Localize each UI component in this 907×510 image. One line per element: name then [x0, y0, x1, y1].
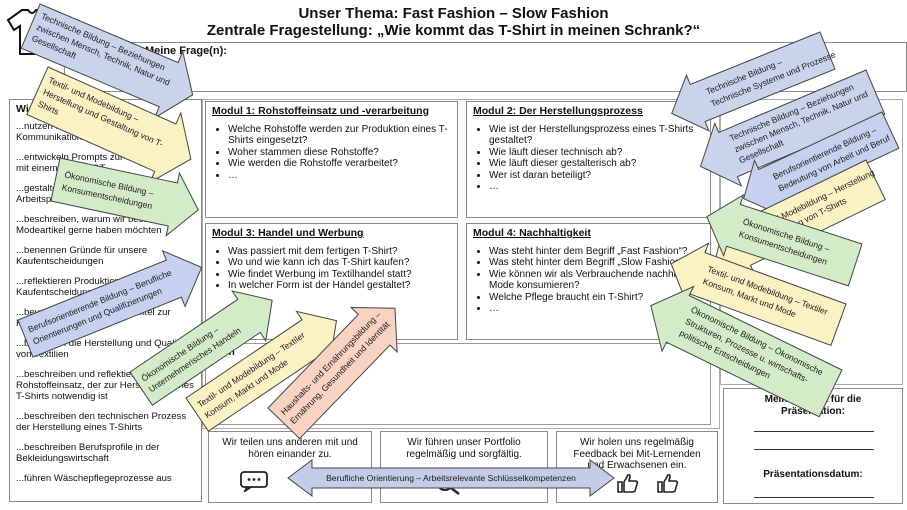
list-item: Wie läuft dieser technisch ab?: [489, 147, 704, 159]
list-item: Welche Pflege braucht ein T-Shirt?: [489, 292, 704, 304]
question-label: Meine Frage(n):: [145, 45, 227, 57]
bottom-box-portfolio: Wir führen unser Portfolio regelmäßig un…: [380, 431, 548, 503]
chat-icon: [240, 471, 268, 492]
list-item: ...beschreiben den technischen Prozess d…: [16, 411, 187, 433]
list-item: ...beschreiben, warum wir bestimmte Mode…: [16, 214, 173, 236]
arrow-shape: [671, 31, 836, 132]
arrow-shape: [17, 249, 203, 358]
central-question: Zentrale Fragestellung: „Wie kommt das T…: [206, 22, 701, 39]
module-title: Modul 2: Der Herstellungsprozess: [473, 105, 643, 117]
bottom-box-text: Wir teilen uns anderen mit und hören ein…: [222, 437, 358, 460]
list-item: …: [228, 170, 451, 182]
bottom-box-text: Wir führen unser Portfolio regelmäßig un…: [406, 437, 522, 460]
module-title: Modul 1: Rohstoffeinsatz und -verarbeitu…: [212, 105, 429, 117]
blank-line[interactable]: [754, 431, 874, 432]
list-item: Wie findet Werbung im Textilhandel statt…: [228, 269, 451, 281]
list-item: Wo und wie kann ich das T-Shirt kaufen?: [228, 257, 451, 269]
list-item: Was passiert mit dem fertigen T-Shirt?: [228, 246, 451, 258]
list-item: Woher stammen diese Rohstoffe?: [228, 147, 451, 159]
arrow-shape: [650, 285, 843, 418]
list-item: ...beurteilen die Herstellung und Qualit…: [16, 338, 188, 360]
arrow-shape: [670, 242, 847, 346]
arrow-label: Berufliche Orientierung – Arbeitsrelevan…: [326, 473, 576, 483]
arrow-shape: [50, 157, 199, 238]
list-item: ...führen Wäschepflegeprozesse aus: [16, 473, 172, 484]
list-item: Wer ist daran beteiligt?: [489, 170, 704, 182]
list-item: Wie läuft dieser gestalterisch ab?: [489, 158, 704, 170]
list-item: Wie ist der Herstellungsprozess eines T-…: [489, 124, 704, 147]
date-blank-line[interactable]: [754, 497, 874, 498]
list-item: ...beschreiben Berufsprofile in der Bekl…: [16, 442, 160, 464]
list-item: In welcher Form ist der Handel gestaltet…: [228, 280, 451, 292]
list-item: ...beschreiben und reflektieren den Rohs…: [16, 369, 194, 402]
arrow-career-orientation: Berufliche Orientierung – Arbeitsrelevan…: [287, 459, 615, 497]
bottom-box-text: Wir holen uns regelmäßig Feedback bei Mi…: [573, 437, 701, 471]
list-item: Welche Rohstoffe werden zur Produktion e…: [228, 124, 451, 147]
arrow-shape: [287, 459, 615, 497]
competence-heading: Wir: [16, 103, 33, 115]
list-item: Was steht hinter dem Begriff „Fast Fashi…: [489, 246, 704, 258]
arrow-shape: [129, 290, 273, 406]
list-item: Wie werden die Rohstoffe verarbeitet?: [228, 158, 451, 170]
list-item: …: [489, 303, 704, 315]
presentation-date-label: Präsentationsdatum:: [763, 469, 863, 480]
arrow-shape: [20, 3, 194, 120]
page-title: Unser Thema: Fast Fashion – Slow Fashion: [298, 5, 609, 22]
list-item: Wie können wir als Verbrauchende nachhal…: [489, 269, 704, 292]
list-item: ...benennen Gründe für unsere Kaufentsch…: [16, 245, 148, 267]
arrow-shape: [267, 307, 398, 440]
bottom-box-feedback: Wir holen uns regelmäßig Feedback bei Mi…: [556, 431, 718, 503]
arrow-shape: [743, 111, 900, 216]
list-item: …: [489, 181, 704, 193]
thumbs-up-icon: [657, 473, 679, 493]
list-item: Was steht hinter dem Begriff „Slow Fashi…: [489, 257, 704, 269]
bottom-box-communication: Wir teilen uns anderen mit und hören ein…: [208, 431, 372, 503]
arrow-shape: [706, 193, 863, 287]
module-title: Modul 3: Handel und Werbung: [212, 227, 364, 239]
blank-line[interactable]: [754, 449, 874, 450]
arrow-oeko-consumer-left: Ökonomische Bildung – Konsumentscheidung…: [50, 157, 199, 238]
module-title: Modul 4: Nachhaltigkeit: [473, 227, 591, 239]
module-1: Modul 1: Rohstoffeinsatz und -verarbeitu…: [205, 101, 458, 218]
thumbs-up-icon-2: [617, 473, 639, 493]
arrow-shape: [26, 66, 192, 184]
